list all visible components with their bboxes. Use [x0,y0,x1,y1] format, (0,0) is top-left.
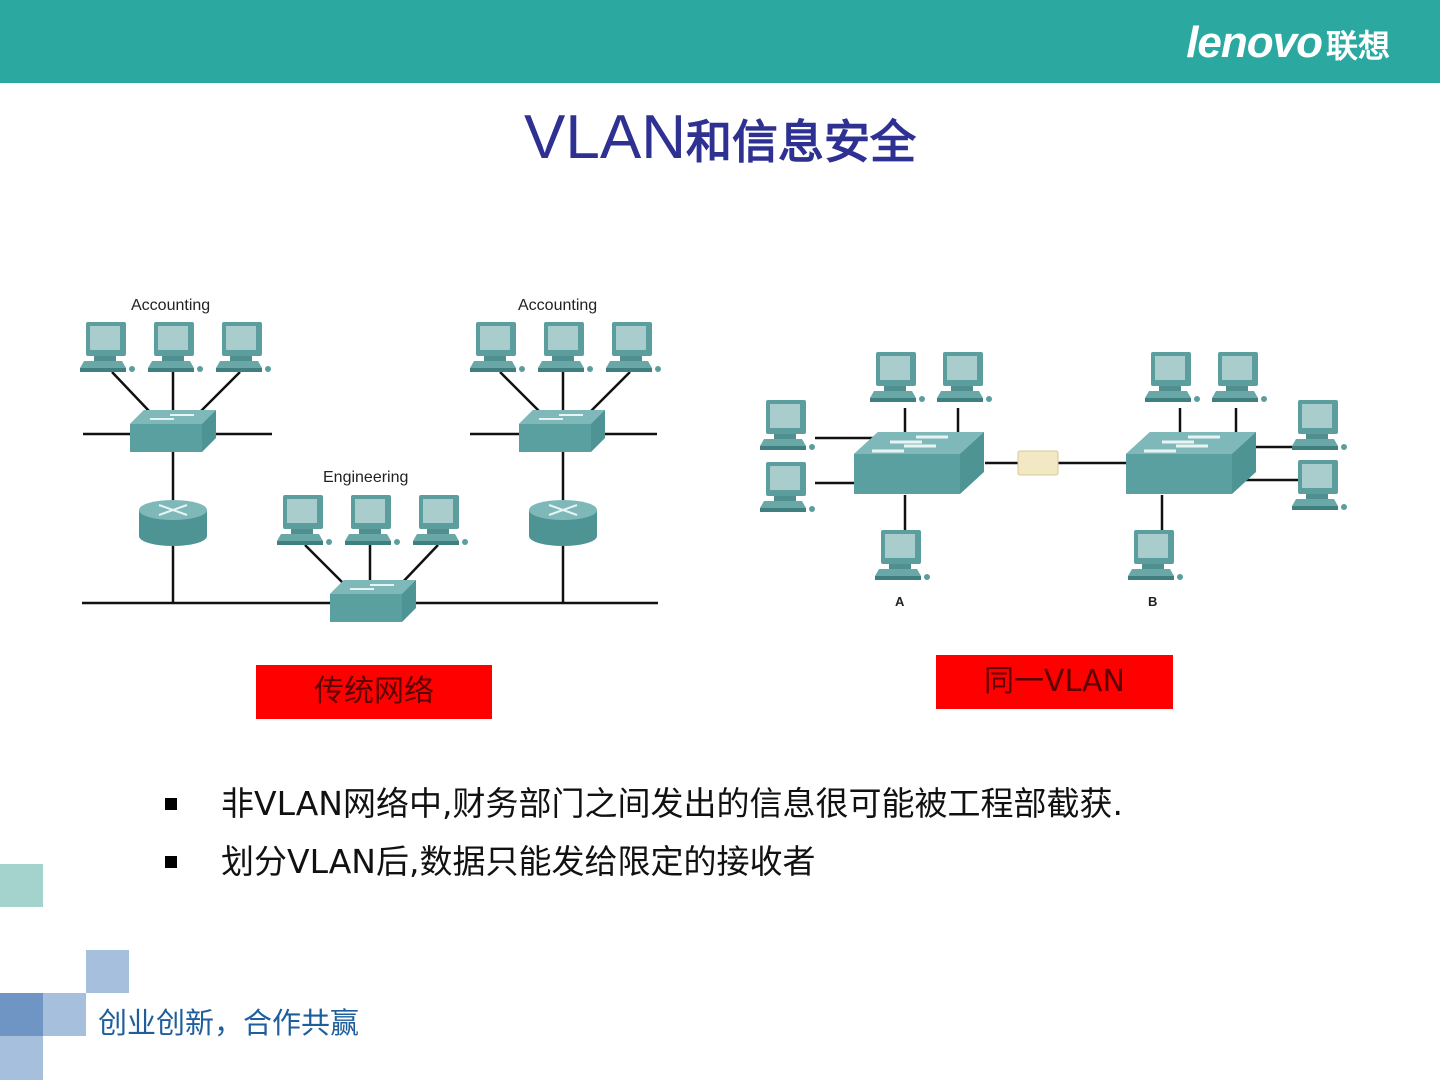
bullet-item: 划分VLAN后,数据只能发给限定的接收者 [165,830,1123,888]
pc-icon [760,400,815,450]
pc-icon [538,322,593,372]
pc-icon [870,352,925,402]
bullet-item: 非VLAN网络中,财务部门之间发出的信息很可能被工程部截获. [165,772,1123,830]
footer-slogan: 创业创新，合作共赢 [98,1006,360,1040]
pc-icon [413,495,468,545]
logo-text-cn: 联想 [1325,27,1390,65]
pc-icon [277,495,332,545]
bullet-list: 非VLAN网络中,财务部门之间发出的信息很可能被工程部截获. 划分VLAN后,数… [165,772,1123,888]
pc-icon-host-b [1128,530,1183,580]
lenovo-logo: lenovo 联想 [1186,18,1390,68]
pc-icon [470,322,525,372]
decor-square [86,950,129,993]
switch-icon [1124,430,1258,496]
group-label-accounting-right: Accounting [518,297,597,314]
bullet-text: 非VLAN网络中,财务部门之间发出的信息很可能被工程部截获. [221,784,1123,823]
pc-icon [1292,400,1347,450]
host-label-b: B [1148,594,1157,609]
group-label-engineering: Engineering [323,469,408,486]
slide-title: VLAN和信息安全 [0,102,1440,173]
caption-traditional-network: 传统网络 [256,665,492,719]
router-icon [138,499,208,547]
pc-icon [760,462,815,512]
slide-title-en: VLAN [524,103,686,172]
switch-icon [852,430,986,496]
pc-icon [1212,352,1267,402]
pc-icon [216,322,271,372]
slide-title-cn: 和信息安全 [685,115,916,169]
pc-icon [148,322,203,372]
decor-square [0,864,43,907]
bullet-square-icon [165,798,177,810]
pc-icon [937,352,992,402]
router-icon [528,499,598,547]
pc-icon [606,322,661,372]
data-packet-icon [1017,450,1059,476]
pc-icon [80,322,135,372]
decor-square [43,993,86,1036]
bullet-square-icon [165,856,177,868]
pc-icon-host-a [875,530,930,580]
caption-same-vlan: 同一VLAN [936,655,1173,709]
pc-icon [1145,352,1200,402]
header-bar: lenovo 联想 [0,0,1440,83]
group-label-accounting-left: Accounting [131,297,210,314]
decor-square [0,1036,43,1080]
decor-square [0,993,43,1036]
bullet-text: 划分VLAN后,数据只能发给限定的接收者 [221,842,816,881]
switch-icon [329,579,417,623]
logo-text-en: lenovo [1186,18,1323,67]
pc-icon [345,495,400,545]
pc-icon [1292,460,1347,510]
switch-icon [129,409,217,453]
host-label-a: A [895,594,905,609]
switch-icon [518,409,606,453]
